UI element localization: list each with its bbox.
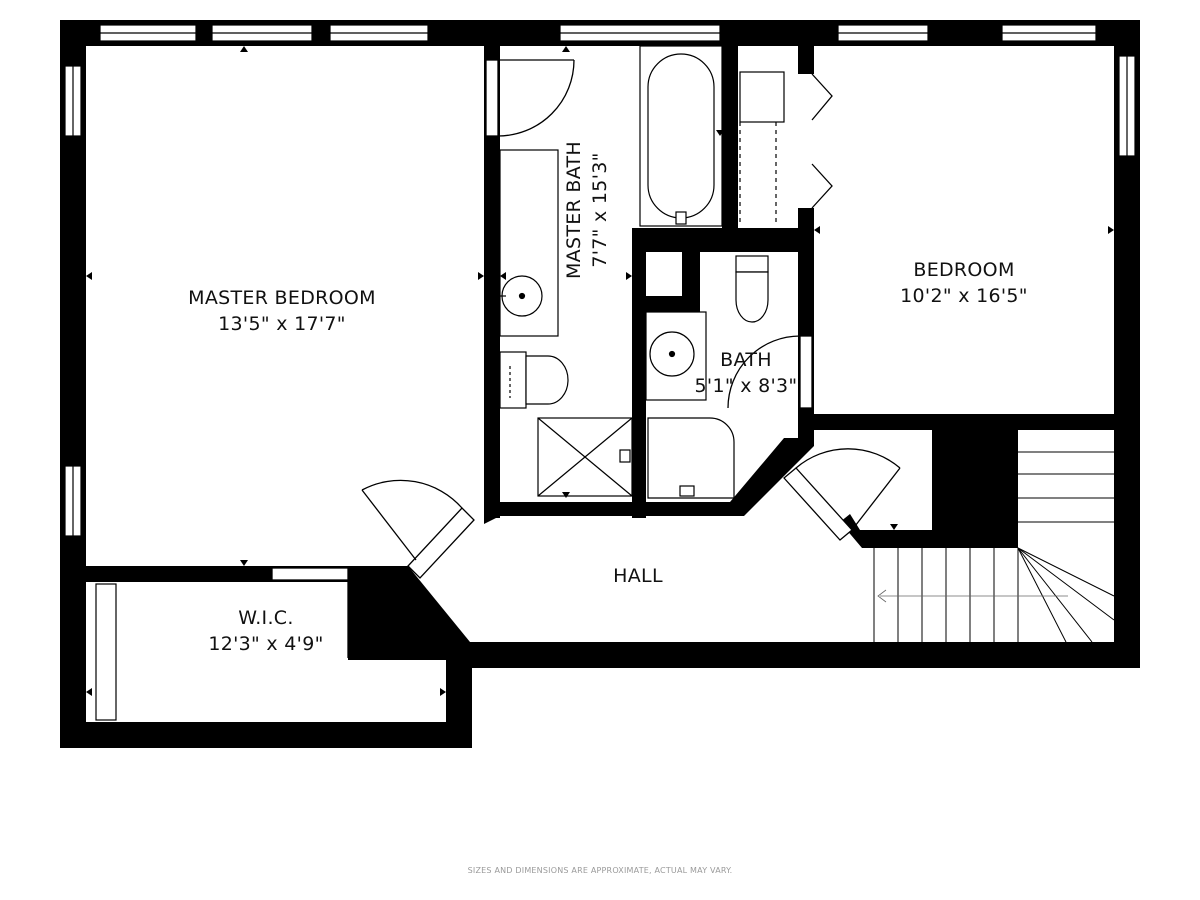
stairs	[873, 451, 1115, 643]
doors	[271, 59, 901, 658]
bottom-wall	[460, 642, 1140, 668]
fixtures	[95, 45, 785, 721]
door-swing	[361, 479, 463, 509]
dimension-markers	[86, 46, 1114, 696]
toilet-tank	[499, 351, 527, 409]
hall-name: HALL	[613, 565, 663, 587]
wic-name: W.I.C.	[238, 607, 293, 629]
master-bedroom-name: MASTER BEDROOM	[188, 287, 376, 309]
toilet-tank	[735, 255, 769, 273]
door-leaf	[407, 507, 475, 579]
tub-basin-icon	[647, 53, 715, 219]
toilet-icon	[525, 355, 569, 405]
door-leaf	[485, 59, 499, 137]
master-bath-dims: 7'7" x 15'3"	[589, 152, 611, 267]
toilet-icon	[735, 271, 769, 323]
wic-step-wall	[348, 642, 472, 660]
bedroom-dims: 10'2" x 16'5"	[900, 285, 1028, 307]
closet-right-wall	[798, 20, 814, 74]
stair-block	[932, 414, 1018, 548]
bath-left-wall	[632, 228, 646, 518]
wic-shelf	[95, 583, 117, 721]
windows	[64, 24, 1136, 537]
bath-dims: 5'1" x 8'3"	[695, 375, 798, 397]
wic-bottom-wall	[60, 722, 472, 748]
closet-left-wall	[722, 20, 738, 250]
disclaimer-text: SIZES AND DIMENSIONS ARE APPROXIMATE, AC…	[467, 866, 733, 875]
door-leaf	[799, 335, 813, 409]
left-wall	[60, 20, 86, 748]
wic-right-wall	[446, 658, 472, 748]
wic-corner-block	[348, 566, 472, 660]
door-leaf	[783, 467, 853, 541]
closet-bifold-door	[811, 73, 833, 121]
wic-dims: 12'3" x 4'9"	[208, 633, 323, 655]
door-leaf	[271, 567, 349, 581]
hall-upper-wall	[484, 438, 814, 524]
room-labels: MASTER BEDROOM 13'5" x 17'7" MASTER BATH…	[188, 141, 1028, 655]
door-swing	[497, 59, 575, 137]
bath-inner-ledge	[632, 296, 700, 312]
master-bedroom-dims: 13'5" x 17'7"	[218, 313, 346, 335]
bedroom-name: BEDROOM	[913, 259, 1014, 281]
closet-shelf	[739, 71, 785, 123]
bath-name: BATH	[720, 349, 772, 371]
master-bath-name: MASTER BATH	[563, 141, 585, 279]
door-swing	[727, 335, 801, 409]
master-bath-left-wall	[484, 20, 500, 518]
door-swing	[795, 448, 901, 469]
closet-bifold-door	[811, 163, 833, 209]
bedroom-left-wall	[798, 208, 814, 446]
shower	[647, 417, 735, 499]
